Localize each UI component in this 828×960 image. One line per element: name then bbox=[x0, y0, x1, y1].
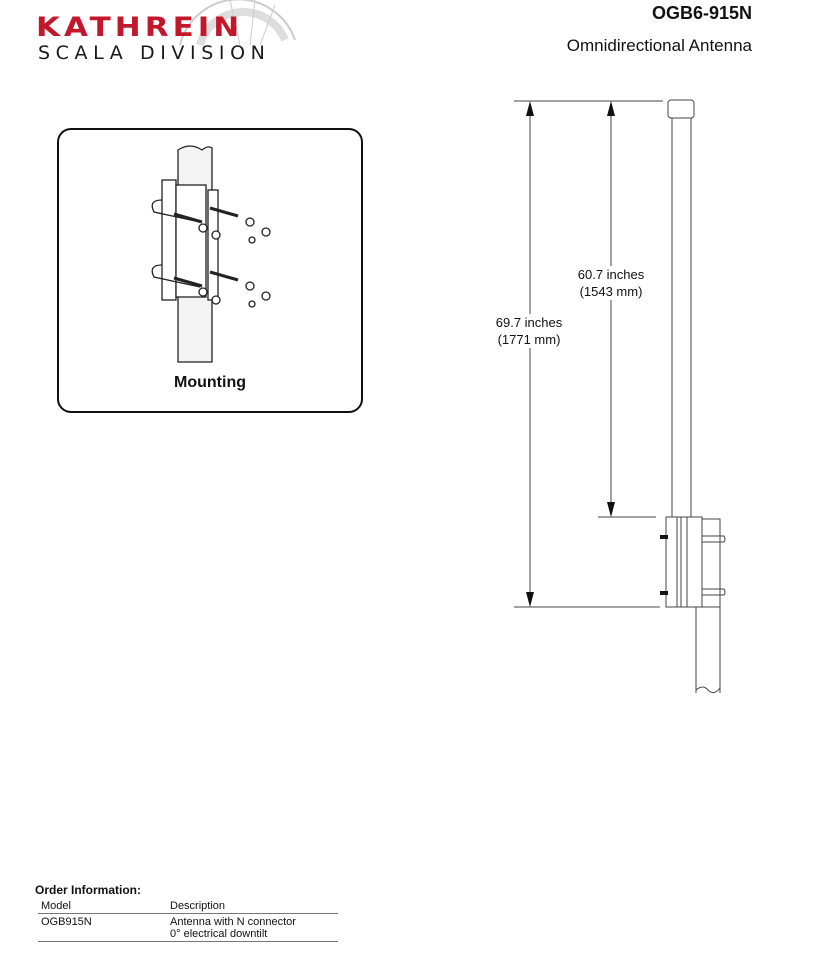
column-header-description: Description bbox=[170, 900, 226, 912]
dimension-inner: 60.7 inches (1543 mm) bbox=[551, 266, 671, 300]
dimension-inner-inches: 60.7 inches bbox=[577, 267, 645, 282]
column-header-model: Model bbox=[41, 900, 71, 912]
mounting-bracket-illustration bbox=[151, 145, 271, 363]
dimension-outer: 69.7 inches (1771 mm) bbox=[469, 314, 589, 348]
dimension-outer-inches: 69.7 inches bbox=[495, 315, 563, 330]
logo-brand: KATHREIN bbox=[36, 12, 244, 43]
mounting-panel bbox=[57, 128, 363, 413]
mounting-label: Mounting bbox=[174, 374, 246, 391]
table-divider bbox=[38, 941, 338, 942]
antenna-dimension-drawing bbox=[514, 99, 726, 694]
order-description-line1: Antenna with N connector bbox=[170, 916, 296, 928]
logo-division: SCALA DIVISION bbox=[38, 42, 271, 64]
product-subtitle: Omnidirectional Antenna bbox=[566, 36, 752, 55]
dimension-outer-mm: (1771 mm) bbox=[497, 332, 561, 347]
dimension-inner-mm: (1543 mm) bbox=[579, 284, 643, 299]
order-description-line2: 0° electrical downtilt bbox=[170, 928, 268, 940]
model-title: OGB6-915N bbox=[651, 3, 752, 23]
logo-arc-graphic bbox=[179, 0, 296, 47]
order-model: OGB915N bbox=[41, 916, 92, 928]
table-divider bbox=[38, 913, 338, 914]
order-heading: Order Information: bbox=[35, 883, 142, 897]
